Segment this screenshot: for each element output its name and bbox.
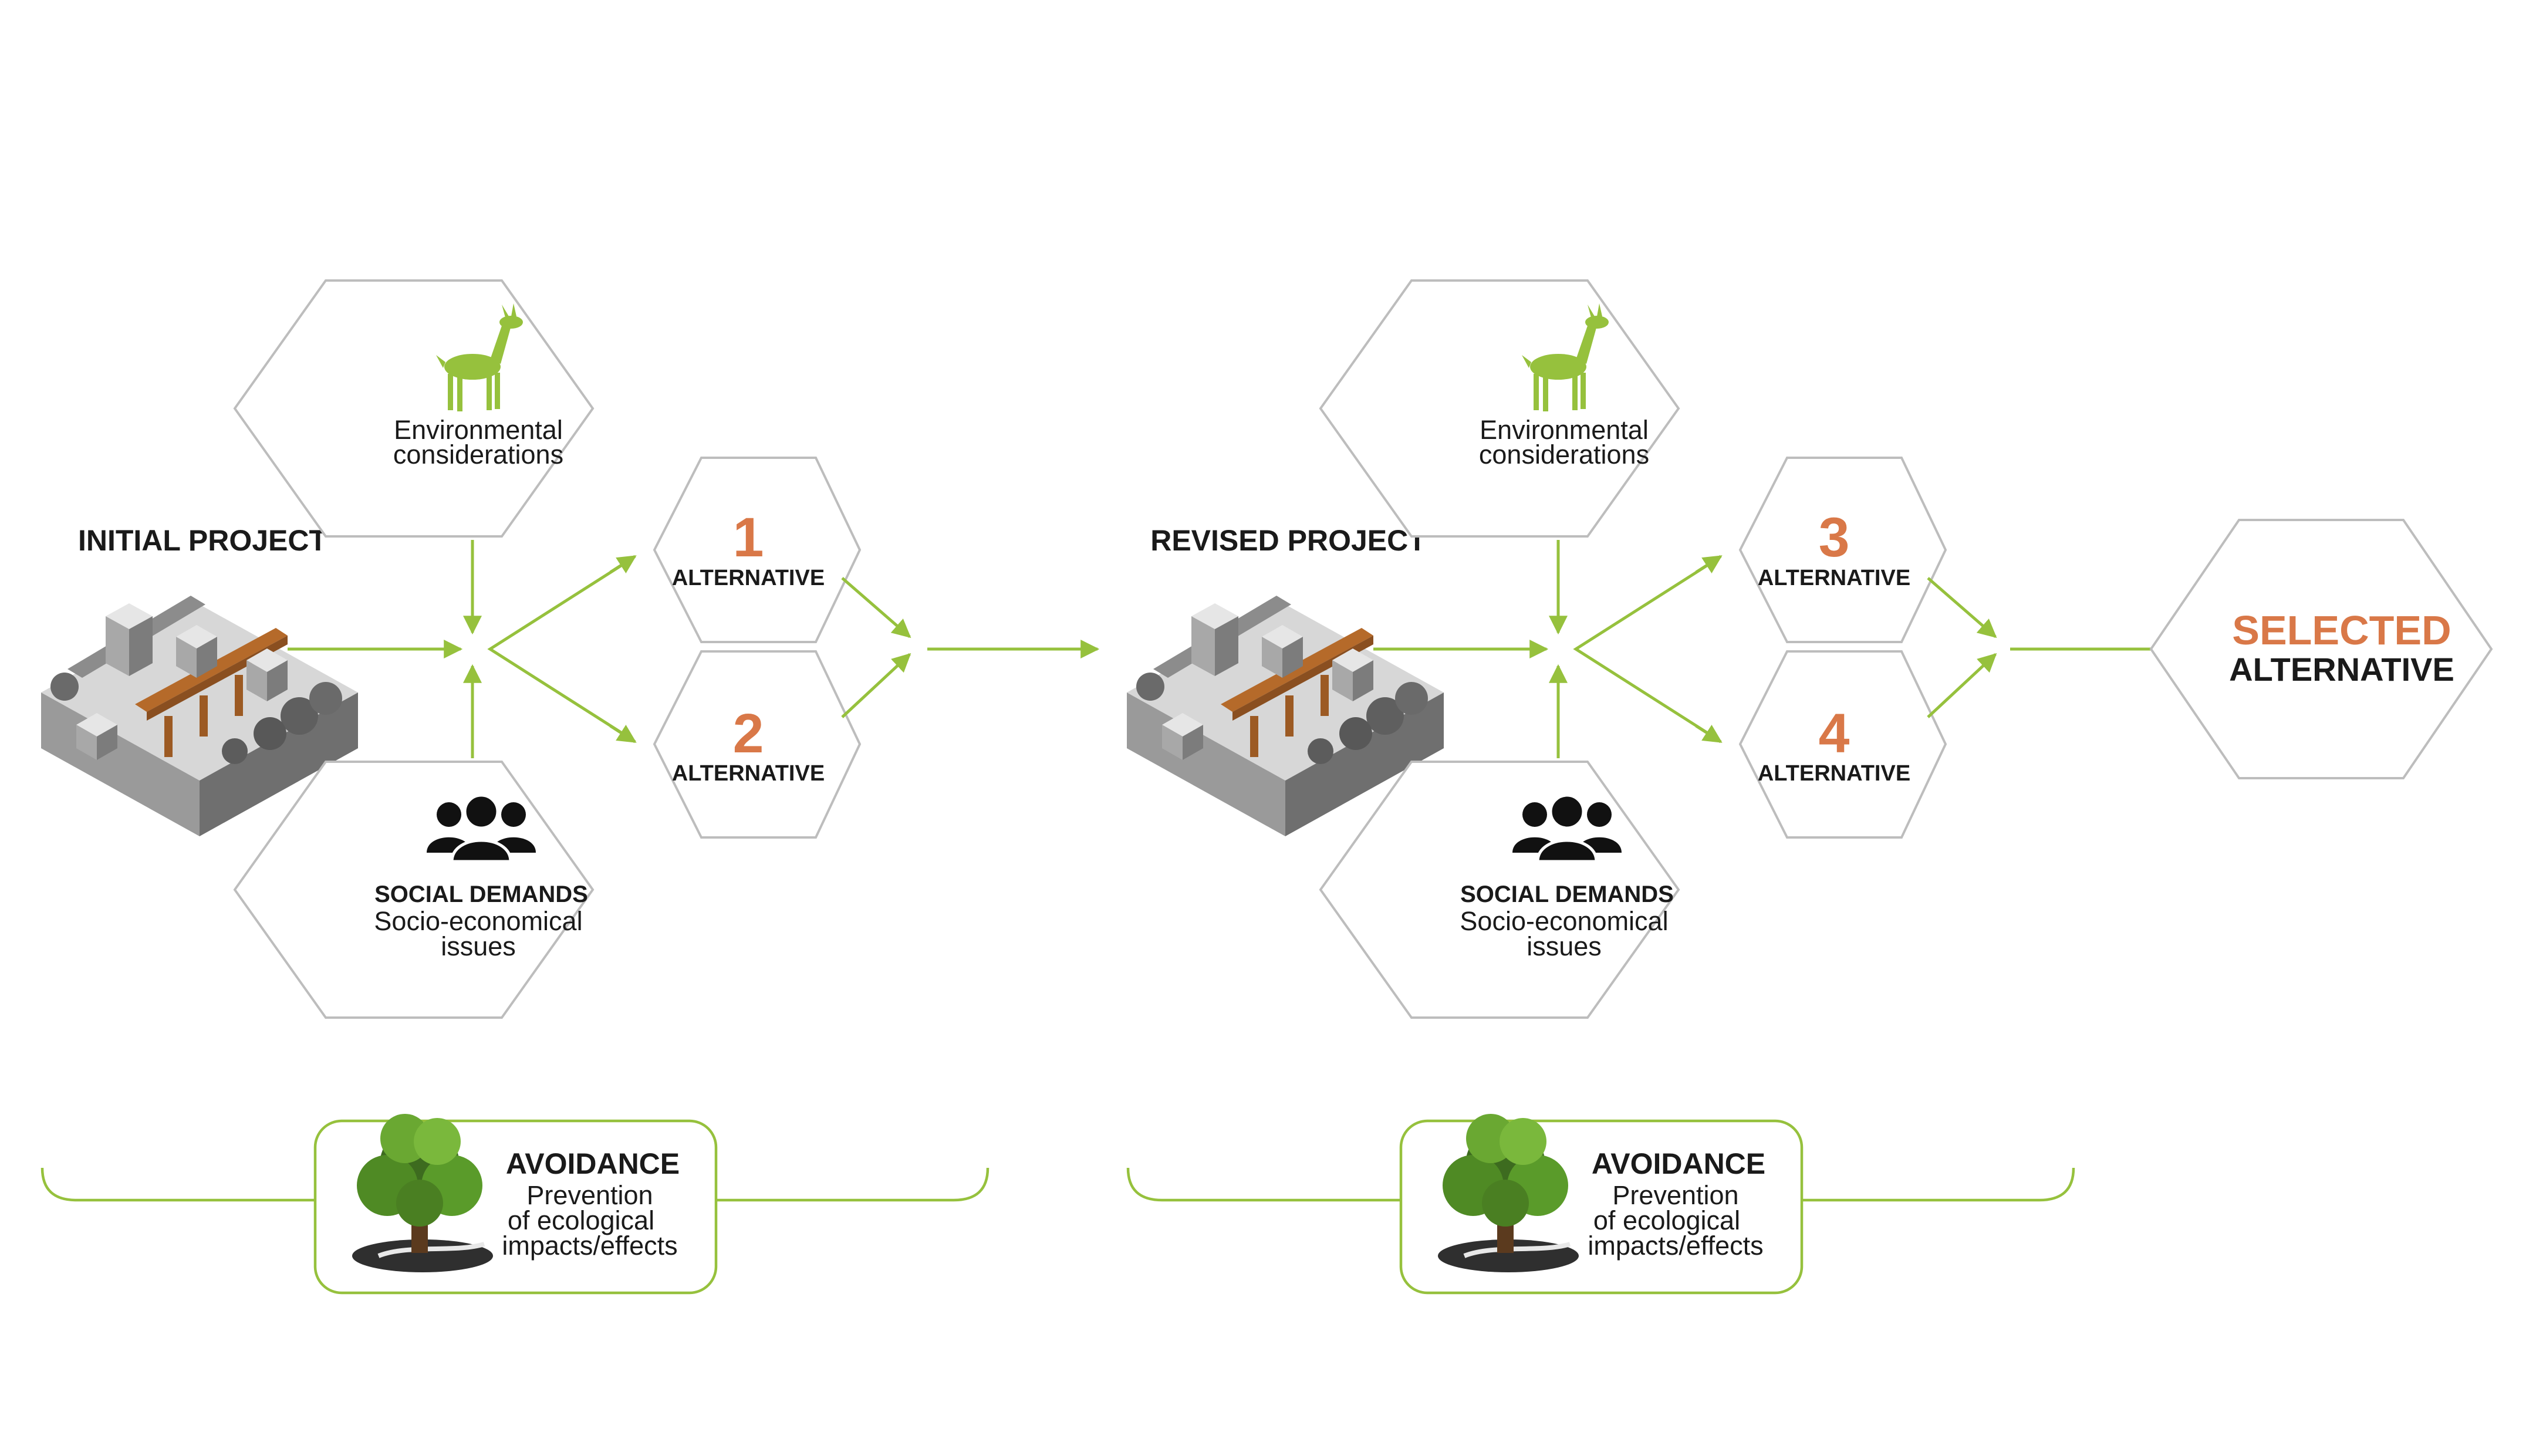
selected-line-2: ALTERNATIVE (2229, 651, 2454, 688)
alternative-4-label: ALTERNATIVE (1758, 761, 1910, 786)
right-group: REVISED PROJECT Environmental considerat… (1126, 279, 2186, 1295)
right-flow-arrows (1373, 540, 2186, 758)
social-line-1-2: Socio-economical (1460, 906, 1668, 936)
alternative-4-hexagon: 4 ALTERNATIVE (1738, 650, 1947, 839)
environment-hexagon-2: Environmental considerations (1319, 279, 1680, 538)
environment-line-1-2: Environmental (1480, 415, 1649, 445)
left-group: INITIAL PROJECT Environmental considerat… (40, 279, 1100, 1295)
revised-project-title: REVISED PROJECT (1150, 524, 1426, 557)
social-hexagon: SOCIAL DEMANDS Socio-economical issues (233, 761, 595, 1019)
alternative-2-number: 2 (733, 702, 764, 765)
alternative-4-number: 4 (1819, 702, 1850, 765)
avoidance-title: AVOIDANCE (506, 1147, 680, 1180)
avoidance-line-3-2: impacts/effects (1588, 1231, 1763, 1261)
social-title-2: SOCIAL DEMANDS (1460, 881, 1674, 907)
avoidance-line-1-2: Prevention (1612, 1180, 1738, 1210)
initial-project-title: INITIAL PROJECT (78, 524, 327, 557)
social-line-2-2: issues (1527, 931, 1602, 961)
environment-hexagon: Environmental considerations (233, 279, 595, 538)
selected-line-1: SELECTED (2232, 607, 2451, 653)
alternative-1-label: ALTERNATIVE (672, 566, 825, 590)
alternative-3-hexagon: 3 ALTERNATIVE (1738, 457, 1947, 643)
alternative-1-number: 1 (733, 506, 764, 569)
social-line-1: Socio-economical (374, 906, 582, 936)
avoidance-line-1: Prevention (526, 1180, 653, 1210)
left-avoidance: AVOIDANCE Prevention of ecological impac… (40, 1114, 990, 1295)
left-flow-arrows (288, 540, 1100, 758)
alternative-3-label: ALTERNATIVE (1758, 566, 1910, 590)
alternative-2-hexagon: 2 ALTERNATIVE (653, 650, 862, 839)
social-title: SOCIAL DEMANDS (374, 881, 588, 907)
alternative-1-hexagon: 1 ALTERNATIVE (653, 457, 862, 643)
social-hexagon-2: SOCIAL DEMANDS Socio-economical issues (1319, 761, 1680, 1019)
environment-line-1: Environmental (394, 415, 563, 445)
environment-line-2: considerations (393, 440, 563, 469)
selected-alternative-hexagon: SELECTED ALTERNATIVE (2149, 519, 2493, 779)
right-avoidance: AVOIDANCE Prevention of ecological impac… (1126, 1114, 2075, 1295)
alternative-3-number: 3 (1819, 506, 1850, 569)
alternative-2-label: ALTERNATIVE (672, 761, 825, 786)
avoidance-line-3: impacts/effects (502, 1231, 677, 1261)
avoidance-line-2-2: of ecological (1593, 1205, 1740, 1235)
environment-line-2-2: considerations (1479, 440, 1649, 469)
avoidance-title-2: AVOIDANCE (1592, 1147, 1765, 1180)
social-line-2: issues (441, 931, 516, 961)
avoidance-line-2: of ecological (508, 1205, 654, 1235)
